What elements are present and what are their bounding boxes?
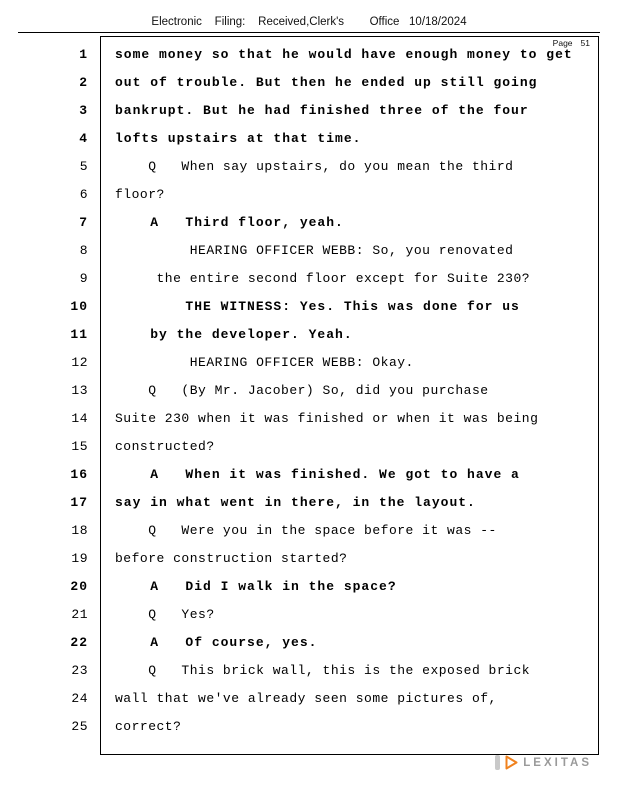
header-divider xyxy=(18,32,600,33)
transcript-row: 15 constructed? xyxy=(40,432,592,460)
transcript-row: 24 wall that we've already seen some pict… xyxy=(40,684,592,712)
line-number: 24 xyxy=(71,690,88,706)
transcript-row: 23 Q This brick wall, this is the expose… xyxy=(40,656,592,684)
transcript-row: 10 THE WITNESS: Yes. This was done for u… xyxy=(40,292,592,320)
transcript-line-text: floor? xyxy=(115,186,165,202)
transcript-line-text: the entire second floor except for Suite… xyxy=(115,270,531,286)
transcript-line-text: correct? xyxy=(115,718,182,734)
transcript-line-text: A Of course, yes. xyxy=(115,634,318,650)
transcript-row: 2 out of trouble. But then he ended up st… xyxy=(40,68,592,96)
transcript-line-text: lofts upstairs at that time. xyxy=(115,130,362,146)
filing-header: Electronic Filing: Received,Clerk's Offi… xyxy=(151,16,467,28)
transcript-line-text: Q (By Mr. Jacober) So, did you purchase xyxy=(115,382,489,398)
line-number: 3 xyxy=(79,102,88,118)
transcript-row: 14 Suite 230 when it was finished or when… xyxy=(40,404,592,432)
line-number: 18 xyxy=(71,522,88,538)
line-number: 12 xyxy=(71,354,88,370)
transcript-line-text: Q This brick wall, this is the exposed b… xyxy=(115,662,531,678)
transcript-row: 21 Q Yes? xyxy=(40,600,592,628)
line-number: 14 xyxy=(71,410,88,426)
transcript-line-text: wall that we've already seen some pictur… xyxy=(115,690,497,706)
transcript-line-text: HEARING OFFICER WEBB: Okay. xyxy=(115,354,414,370)
line-number: 17 xyxy=(70,494,88,510)
transcript-line-text: Q Yes? xyxy=(115,606,215,622)
transcript-row: 22 A Of course, yes. xyxy=(40,628,592,656)
transcript-row: 8 HEARING OFFICER WEBB: So, you renovate… xyxy=(40,236,592,264)
page-number-value: 51 xyxy=(580,38,590,48)
transcript-line-text: some money so that he would have enough … xyxy=(115,46,573,62)
line-number: 21 xyxy=(71,606,88,622)
transcript-row: 3 bankrupt. But he had finished three of … xyxy=(40,96,592,124)
transcript-line-text: say in what went in there, in the layout… xyxy=(115,494,476,510)
transcript-row: 18 Q Were you in the space before it was… xyxy=(40,516,592,544)
logo-bar-icon xyxy=(495,755,501,770)
transcript-row: 12 HEARING OFFICER WEBB: Okay. xyxy=(40,348,592,376)
transcript-line-text: A Third floor, yeah. xyxy=(115,214,344,230)
line-number: 5 xyxy=(79,158,88,174)
line-number: 15 xyxy=(71,438,88,454)
brand-name: LEXITAS xyxy=(523,756,592,769)
transcript-row: 19 before construction started? xyxy=(40,544,592,572)
line-number: 4 xyxy=(79,130,88,146)
transcript-row: 6 floor? xyxy=(40,180,592,208)
transcript-line-text: bankrupt. But he had finished three of t… xyxy=(115,102,529,118)
line-number: 2 xyxy=(79,74,88,90)
line-number: 1 xyxy=(79,46,88,62)
line-number: 22 xyxy=(70,634,88,650)
transcript-row: 20 A Did I walk in the space? xyxy=(40,572,592,600)
line-number: 13 xyxy=(71,382,88,398)
transcript-row: 4 lofts upstairs at that time. xyxy=(40,124,592,152)
transcript-line-text: HEARING OFFICER WEBB: So, you renovated xyxy=(115,242,514,258)
line-number: 10 xyxy=(70,298,88,314)
transcript-line-text: Q When say upstairs, do you mean the thi… xyxy=(115,158,514,174)
logo-triangle-icon xyxy=(505,755,518,770)
transcript-line-text: A When it was finished. We got to have a xyxy=(115,466,520,482)
transcript-line-text: Suite 230 when it was finished or when i… xyxy=(115,410,539,426)
transcript-row: 1 some money so that he would have enough… xyxy=(40,40,592,68)
transcript-row: 25 correct? xyxy=(40,712,592,740)
transcript-line-text: constructed? xyxy=(115,438,215,454)
transcript-line-text: Q Were you in the space before it was -- xyxy=(115,522,497,538)
transcript-line-text: out of trouble. But then he ended up sti… xyxy=(115,74,538,90)
transcript-border-box xyxy=(100,36,599,755)
line-number: 9 xyxy=(79,270,88,286)
line-number: 19 xyxy=(71,550,88,566)
transcript-row: 13 Q (By Mr. Jacober) So, did you purcha… xyxy=(40,376,592,404)
transcript-row: 7 A Third floor, yeah. xyxy=(40,208,592,236)
line-number: 23 xyxy=(71,662,88,678)
line-number: 6 xyxy=(79,186,88,202)
line-number: 16 xyxy=(70,466,88,482)
page-number-label: Page xyxy=(552,38,573,48)
lexitas-logo: LEXITAS xyxy=(495,755,592,770)
transcript-row: 16 A When it was finished. We got to hav… xyxy=(40,460,592,488)
transcript-row: 17 say in what went in there, in the layo… xyxy=(40,488,592,516)
transcript-row: 11 by the developer. Yeah. xyxy=(40,320,592,348)
line-number: 8 xyxy=(79,242,88,258)
line-number: 25 xyxy=(71,718,88,734)
transcript-lines: 1 some money so that he would have enough… xyxy=(40,40,592,740)
transcript-line-text: THE WITNESS: Yes. This was done for us xyxy=(115,298,520,314)
line-number: 20 xyxy=(70,578,88,594)
transcript-line-text: before construction started? xyxy=(115,550,348,566)
line-number: 11 xyxy=(70,326,88,342)
line-number: 7 xyxy=(79,214,88,230)
transcript-row: 9 the entire second floor except for Sui… xyxy=(40,264,592,292)
transcript-line-text: by the developer. Yeah. xyxy=(115,326,353,342)
transcript-row: 5 Q When say upstairs, do you mean the t… xyxy=(40,152,592,180)
transcript-line-text: A Did I walk in the space? xyxy=(115,578,397,594)
page-number: Page 51 xyxy=(553,38,590,48)
